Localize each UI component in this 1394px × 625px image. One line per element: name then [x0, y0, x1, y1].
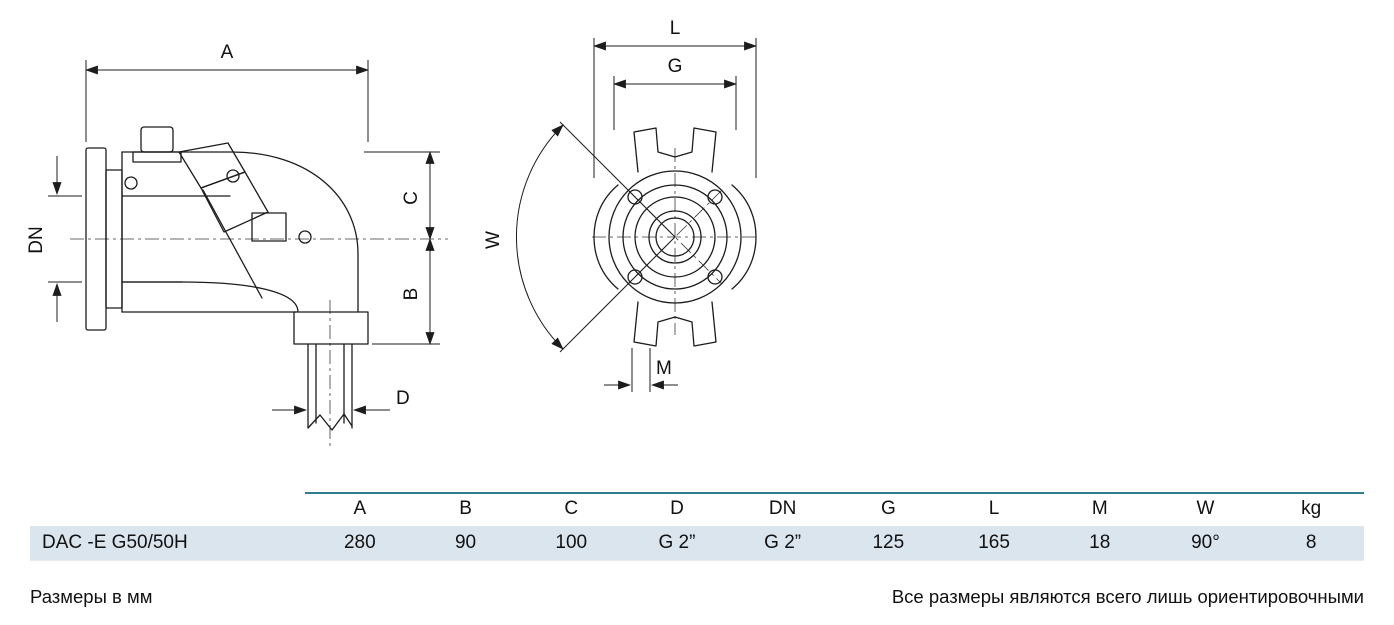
pipe-break-line — [307, 413, 353, 431]
value-A: 280 — [343, 532, 376, 553]
dimension-label-L: L — [670, 18, 681, 39]
dimension-label-G: G — [668, 56, 683, 77]
side-view: A C B DN — [26, 42, 448, 448]
dimension-label-B: B — [401, 288, 422, 301]
table-row: DAC -E G50/50H 280 90 100 G 2” G 2” 125 … — [30, 526, 1364, 561]
value-M: 18 — [1089, 532, 1111, 553]
dimension-L: L — [592, 18, 758, 178]
technical-drawing: A C B DN — [26, 18, 758, 448]
top-cap — [140, 126, 174, 153]
col-header-D: D — [670, 498, 684, 519]
value-G: 125 — [872, 532, 905, 553]
dimension-label-DN: DN — [26, 226, 47, 253]
dimension-C: C — [364, 150, 440, 241]
dimension-D: D — [272, 388, 410, 415]
col-header-kg: kg — [1301, 498, 1322, 519]
dimension-A: A — [84, 42, 370, 142]
dimension-DN: DN — [26, 156, 82, 322]
dimension-label-C: C — [401, 191, 422, 205]
col-header-G: G — [880, 498, 896, 519]
value-B: 90 — [454, 532, 477, 553]
col-header-DN: DN — [768, 498, 797, 519]
dimension-M: M — [604, 348, 678, 392]
value-W: 90° — [1191, 532, 1220, 553]
table-header-row: A B C D DN G L M W kg — [30, 492, 1364, 526]
col-header-A: A — [353, 498, 367, 519]
value-DN: G 2” — [764, 532, 802, 553]
bottom-lugs — [633, 301, 717, 347]
dimension-label-M: M — [656, 358, 672, 379]
dimension-label-D: D — [396, 388, 410, 409]
dimensions-table: A B C D DN G L M W kg DAC -E G50/50H 280… — [30, 492, 1364, 561]
col-header-L: L — [988, 498, 1000, 519]
dimension-B: B — [372, 237, 440, 346]
units-note: Размеры в мм — [30, 586, 153, 607]
value-kg: 8 — [1305, 532, 1317, 553]
col-header-M: M — [1091, 498, 1108, 519]
footer-notes: Размеры в мм Все размеры являются всего … — [30, 586, 1364, 608]
table-accent-rule — [305, 492, 1364, 494]
model-name: DAC -E G50/50H — [42, 532, 188, 553]
value-C: 100 — [555, 532, 588, 553]
dimension-label-W: W — [483, 231, 504, 249]
front-view: L G W M — [483, 18, 758, 392]
top-lugs — [633, 127, 717, 173]
col-header-B: B — [459, 498, 472, 519]
col-header-C: C — [564, 498, 579, 519]
value-L: 165 — [978, 532, 1010, 553]
dimension-label-A: A — [221, 42, 234, 63]
value-D: G 2” — [658, 532, 696, 553]
dimension-W: W — [483, 121, 676, 353]
disclaimer-note: Все размеры являются всего лишь ориентир… — [891, 586, 1364, 607]
col-header-W: W — [1196, 498, 1215, 519]
dimension-G: G — [612, 56, 738, 130]
